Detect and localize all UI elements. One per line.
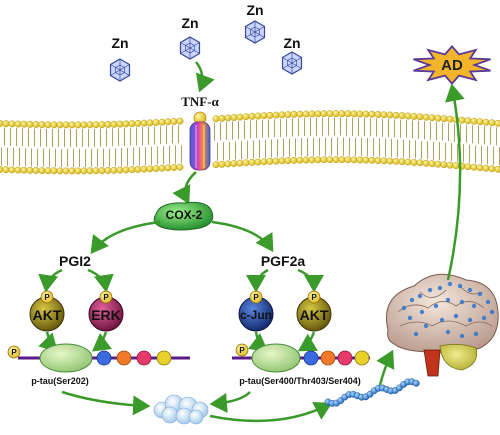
fibril-to-brain-arrow [376,349,395,386]
tau-right-label: p-tau(Ser400/Thr403/Ser404) [239,376,361,386]
phospho-label: P [239,346,245,355]
pgf2a-to-akt-arrow [297,268,324,293]
zinc-ion-4: Zn [281,35,303,75]
cox2-to-pgi2-arrow [90,220,161,254]
phospho-group [40,290,54,304]
phospho-group [249,290,263,304]
phospho-label: P [11,348,17,357]
zinc-label: Zn [246,2,263,18]
zinc-ion-3: Zn [244,2,266,44]
phospho-label: P [103,293,109,302]
cjun-label: c-Jun [240,308,272,322]
erk-label: ERK [91,307,121,323]
akt-right-node: P AKT [296,290,332,332]
receptor-label: TNF-α [181,94,219,109]
cell-membrane [0,110,500,175]
zinc-ion-icon [244,20,266,44]
tau-left-label: p-tau(Ser202) [31,376,89,386]
akt-label: AKT [300,307,329,323]
ad-burst-icon [413,45,491,85]
zinc-ion-icon [109,58,131,82]
cox2-node: COX-2 [153,201,214,231]
phospho-group [7,345,21,359]
cerebellum [439,344,478,371]
pgi2-to-akt-arrow [38,268,63,293]
cjun-node: P c-Jun [238,290,274,332]
zinc-ion-1: Zn [109,35,131,82]
zinc-label: Zn [283,35,300,51]
cox2-to-pgf2a-arrow [211,220,274,253]
akt-label: AKT [33,307,62,323]
tau-right-to-aggregate-arrow [209,391,251,413]
zinc-to-receptor-arrow [195,61,215,93]
zinc-ion-2: Zn [179,15,201,60]
tnf-alpha-receptor: TNF-α [181,94,220,171]
zinc-label: Zn [181,15,198,31]
tau-fibril [324,378,420,407]
pgi2-to-erk-arrow [87,268,114,293]
phospho-group [99,290,113,304]
phospho-label: P [44,293,50,302]
phospho-label: P [253,293,259,302]
tau-aggregate [153,394,209,425]
pgi2-label: PGI2 [59,253,91,269]
phospho-label: P [311,293,317,302]
pgf2a-to-cjun-arrow [246,268,269,293]
cox2-label: COX-2 [166,208,203,222]
receptor-channel-icon [189,121,211,171]
akt-to-tau-arrow [297,331,319,352]
phospho-group [307,290,321,304]
tau-left-to-aggregate-arrow [61,390,151,416]
brain-illustration [386,273,499,377]
ad-label: AD [441,57,463,74]
brain-to-ad-arrow [444,83,465,281]
phospho-group [235,343,249,357]
erk-to-tau-arrow [92,331,112,352]
brainstem [423,349,441,377]
tau-protein [39,343,93,373]
zinc-ion-icon [179,36,201,60]
zinc-label: Zn [111,35,128,51]
ad-outcome: AD [413,45,491,85]
tau-left: P p-tau(Ser202) [7,343,190,386]
tau-right: P p-tau(Ser400/Thr403/Ser404) [232,343,370,386]
aggregate-to-fibril-arrow [209,402,333,423]
erk-node: P ERK [88,290,124,332]
akt-left-node: P AKT [29,290,65,332]
tau-protein [251,343,301,373]
receptor-to-cox2-arrow [172,171,197,205]
zinc-ion-icon [281,51,303,75]
pgf2a-label: PGF2a [261,253,306,269]
